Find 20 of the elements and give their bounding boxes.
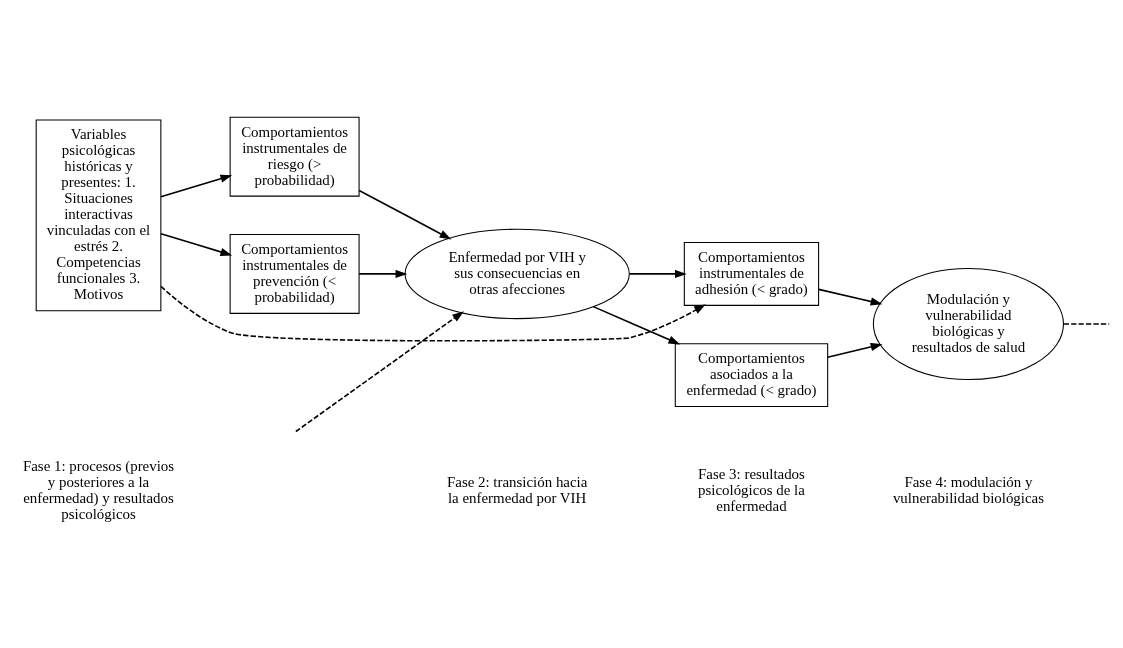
label: Fase 3: resultados psicológicos de la enfermedad <box>698 466 805 515</box>
label: Fase 4: modulación y vulnerabilidad biológicas <box>892 474 1044 507</box>
arrow <box>358 189 452 240</box>
node-box: Comportamientos asociados a la enfermedad (< grado) <box>674 343 829 408</box>
node-box: Comportamientos instrumentales de adhesión (< grado) <box>683 241 820 306</box>
label: Fase 1: procesos (previos y posteriores a la enfermedad) y resultados psicológicos <box>22 458 175 523</box>
connector <box>1062 323 1110 325</box>
arrow <box>295 311 464 433</box>
arrow <box>358 269 408 279</box>
arrow <box>817 288 883 306</box>
node-box: Comportamientos instrumentales de prevención (< probabilidad) <box>229 233 360 314</box>
arrow <box>628 269 687 279</box>
arrow <box>160 233 233 256</box>
arrow <box>160 285 706 342</box>
node-box: Variables psicológicas históricas y presentes: 1. Situaciones interactivas vinculadas con el estrés 2. Competencias funcionales 3. Motivos <box>35 119 162 312</box>
node-box: Comportamientos instrumentales de riesgo (> probabilidad) <box>229 116 360 197</box>
arrow <box>826 342 883 359</box>
arrow <box>592 305 681 345</box>
label: Fase 2: transición hacia la enfermedad por VIH <box>447 474 588 507</box>
arrow <box>160 174 233 198</box>
